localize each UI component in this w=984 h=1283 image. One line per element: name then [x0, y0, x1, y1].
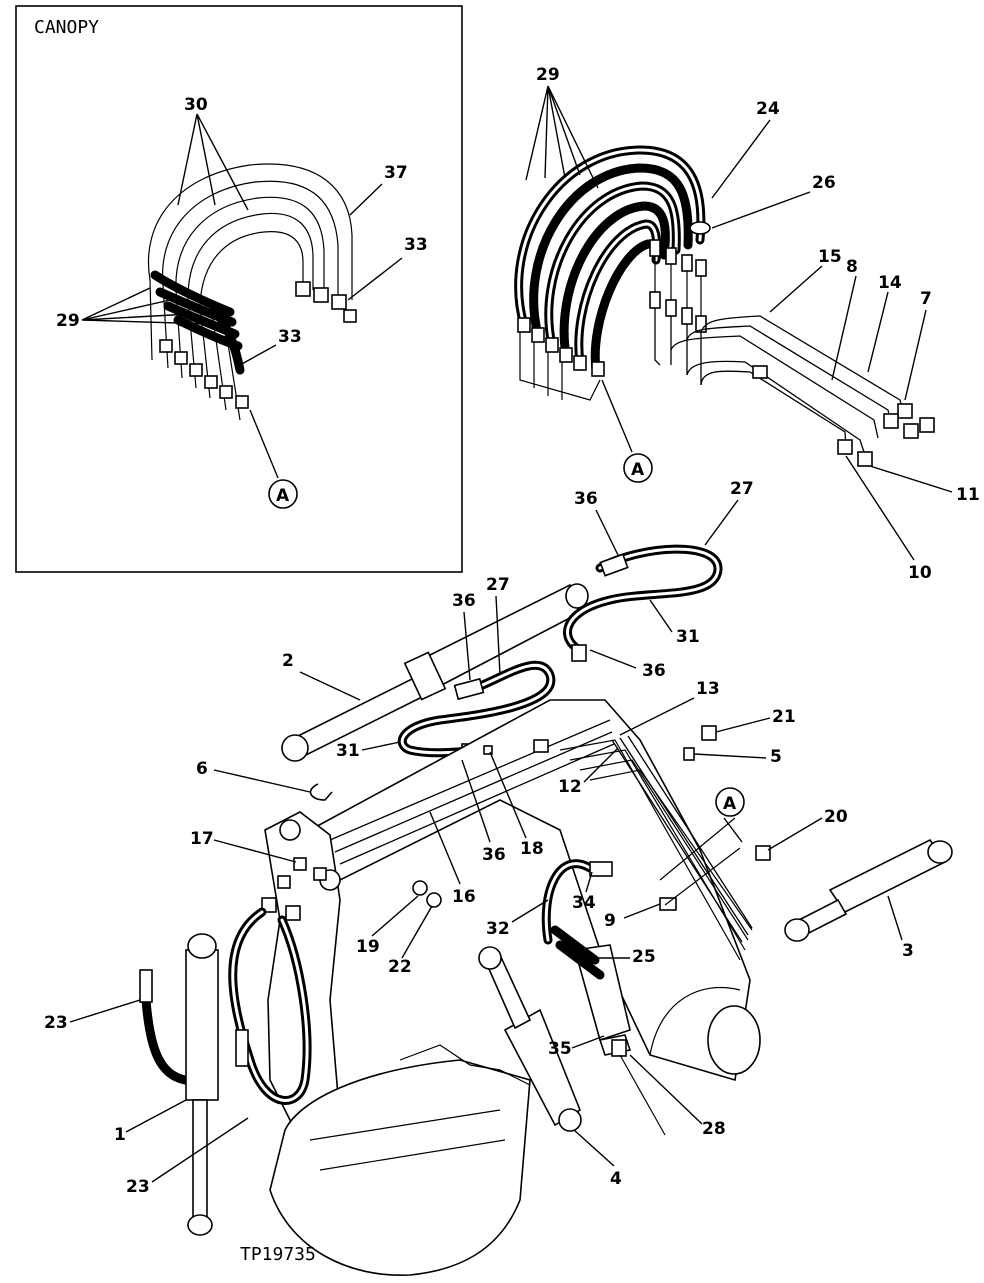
callout-12: 12	[558, 777, 582, 797]
figure-code: TP19735	[240, 1244, 316, 1265]
callout-30: 30	[184, 95, 208, 115]
callout-4: 4	[610, 1169, 622, 1189]
callout-1: 1	[114, 1125, 126, 1145]
boom-assembly	[139, 544, 953, 1276]
circled-letter-icon	[715, 787, 745, 817]
view-marker-a-inset: A	[276, 486, 290, 506]
callout-31b: 31	[336, 741, 360, 761]
view-marker-a-boom: A	[723, 794, 737, 814]
callout-5: 5	[770, 747, 782, 767]
callout-37: 37	[384, 163, 408, 183]
callout-26: 26	[812, 173, 836, 193]
callout-36c: 36	[642, 661, 666, 681]
callout-23a: 23	[44, 1013, 68, 1033]
inset-title: CANOPY	[34, 17, 99, 38]
upper-hose-bundle	[514, 145, 935, 467]
circled-letter-icon	[268, 479, 298, 509]
view-marker-a-upper: A	[631, 460, 645, 480]
callout-36a: 36	[574, 489, 598, 509]
callout-33b: 33	[278, 327, 302, 347]
callout-14: 14	[878, 273, 902, 293]
callout-11: 11	[956, 485, 980, 505]
callout-10: 10	[908, 563, 932, 583]
callout-15: 15	[818, 247, 842, 267]
callout-36d: 36	[482, 845, 506, 865]
callout-32: 32	[486, 919, 510, 939]
callout-25: 25	[632, 947, 656, 967]
callout-31a: 31	[676, 627, 700, 647]
callout-29b: 29	[536, 65, 560, 85]
callout-28: 28	[702, 1119, 726, 1139]
callout-34: 34	[572, 893, 596, 913]
callout-6: 6	[196, 759, 208, 779]
circled-letter-icon	[623, 453, 653, 483]
callout-35: 35	[548, 1039, 572, 1059]
callout-9: 9	[604, 911, 616, 931]
callout-24: 24	[756, 99, 780, 119]
canopy-inset: CANOPY 30 3	[15, 5, 463, 573]
callout-23b: 23	[126, 1177, 150, 1197]
inset-frame	[15, 5, 463, 573]
callout-16: 16	[452, 887, 476, 907]
callout-20: 20	[824, 807, 848, 827]
callout-7: 7	[920, 289, 932, 309]
callout-19: 19	[356, 937, 380, 957]
callout-22: 22	[388, 957, 412, 977]
callout-17: 17	[190, 829, 214, 849]
callout-21: 21	[772, 707, 796, 727]
callout-27a: 27	[730, 479, 754, 499]
callout-33a: 33	[404, 235, 428, 255]
canopy-hose-bundle	[148, 163, 357, 421]
callout-2: 2	[282, 651, 294, 671]
callout-29a: 29	[56, 311, 80, 331]
callout-8: 8	[846, 257, 858, 277]
callout-36b: 36	[452, 591, 476, 611]
callout-27b: 27	[486, 575, 510, 595]
callout-18: 18	[520, 839, 544, 859]
callout-3: 3	[902, 941, 914, 961]
callout-13: 13	[696, 679, 720, 699]
